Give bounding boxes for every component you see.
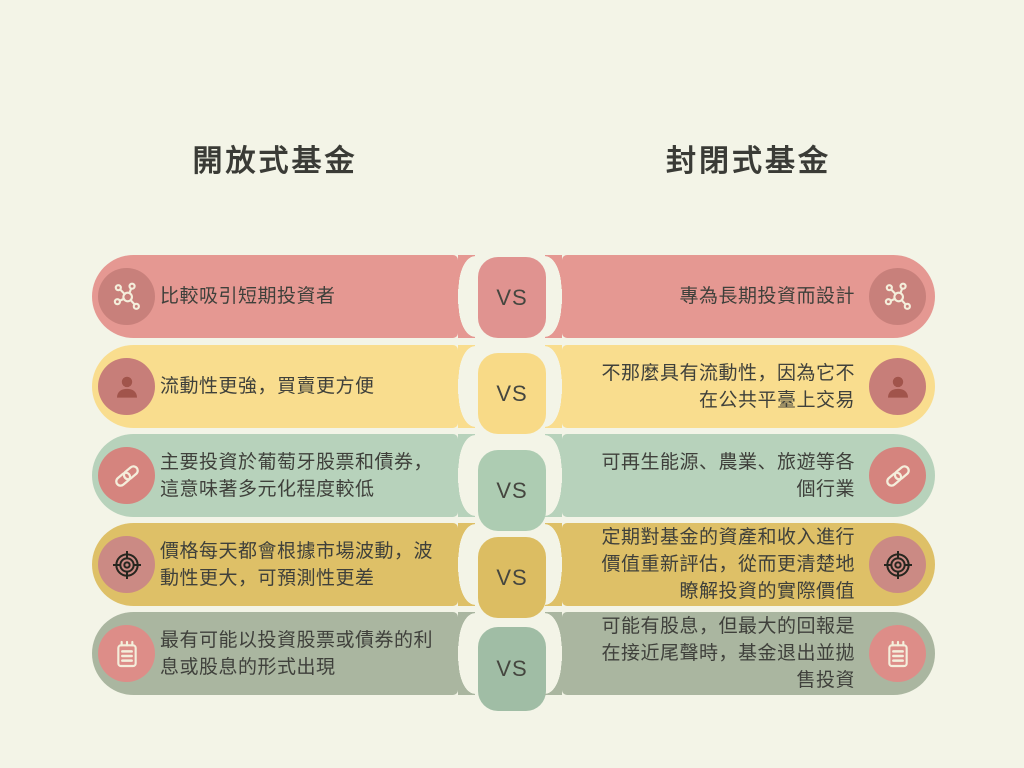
open-fund-point-2-text: 流動性更強，買賣更方便 [160, 376, 375, 397]
chain-link-icon [869, 447, 926, 504]
comparison-row-2: 流動性更強，買賣更方便 VS 不那麼具有流動性，因為它不在公共平臺上交易 [0, 345, 1024, 434]
target-icon [98, 536, 155, 593]
open-fund-point-5: 最有可能以投資股票或債券的利息或股息的形式出現 [92, 612, 475, 695]
closed-fund-point-1: 專為長期投資而設計 [545, 255, 935, 338]
open-fund-point-4-text: 價格每天都會根據市場波動，波動性更大，可預測性更差 [160, 540, 434, 589]
open-fund-point-4: 價格每天都會根據市場波動，波動性更大，可預測性更差 [92, 523, 475, 606]
vs-badge-4: VS [478, 537, 546, 618]
notepad-icon [98, 625, 155, 682]
network-share-icon [98, 268, 155, 325]
comparison-row-5: 最有可能以投資股票或債券的利息或股息的形式出現 VS 可能有股息，但最大的回報是… [0, 612, 1024, 711]
comparison-row-3: 主要投資於葡萄牙股票和債券，這意味著多元化程度較低 VS 可再生能源、農業、旅遊… [0, 434, 1024, 531]
user-icon [869, 358, 926, 415]
vs-badge-3: VS [478, 450, 546, 531]
open-fund-point-5-text: 最有可能以投資股票或債券的利息或股息的形式出現 [160, 629, 434, 678]
closed-fund-point-5-text: 可能有股息，但最大的回報是在接近尾聲時，基金退出並拋售投資 [601, 616, 855, 691]
closed-fund-point-4: 定期對基金的資產和收入進行價值重新評估，從而更清楚地瞭解投資的實際價值 [545, 523, 935, 606]
user-icon [98, 358, 155, 415]
vs-badge-1: VS [478, 257, 546, 338]
vs-badge-5: VS [478, 627, 546, 711]
open-fund-point-1: 比較吸引短期投資者 [92, 255, 475, 338]
open-fund-point-3: 主要投資於葡萄牙股票和債券，這意味著多元化程度較低 [92, 434, 475, 517]
closed-fund-point-2: 不那麼具有流動性，因為它不在公共平臺上交易 [545, 345, 935, 428]
comparison-row-4: 價格每天都會根據市場波動，波動性更大，可預測性更差 VS 定期對基金的資產和收入… [0, 523, 1024, 618]
closed-fund-point-5: 可能有股息，但最大的回報是在接近尾聲時，基金退出並拋售投資 [545, 612, 935, 695]
target-icon [869, 536, 926, 593]
open-fund-point-1-text: 比較吸引短期投資者 [160, 286, 336, 307]
network-share-icon [869, 268, 926, 325]
comparison-row-1: 比較吸引短期投資者 VS 專為長期投資而設計 [0, 255, 1024, 338]
notepad-icon [869, 625, 926, 682]
chain-link-icon [98, 447, 155, 504]
open-fund-point-3-text: 主要投資於葡萄牙股票和債券，這意味著多元化程度較低 [160, 451, 434, 500]
closed-fund-point-3-text: 可再生能源、農業、旅遊等各個行業 [601, 451, 855, 500]
vs-badge-2: VS [478, 353, 546, 434]
closed-fund-point-3: 可再生能源、農業、旅遊等各個行業 [545, 434, 935, 517]
closed-fund-point-4-text: 定期對基金的資產和收入進行價值重新評估，從而更清楚地瞭解投資的實際價值 [601, 527, 855, 602]
closed-fund-point-2-text: 不那麼具有流動性，因為它不在公共平臺上交易 [601, 362, 855, 411]
open-fund-point-2: 流動性更強，買賣更方便 [92, 345, 475, 428]
closed-fund-point-1-text: 專為長期投資而設計 [679, 286, 855, 307]
page-title-closed-fund: 封閉式基金 [666, 145, 831, 178]
page-title-open-fund: 開放式基金 [192, 145, 358, 178]
